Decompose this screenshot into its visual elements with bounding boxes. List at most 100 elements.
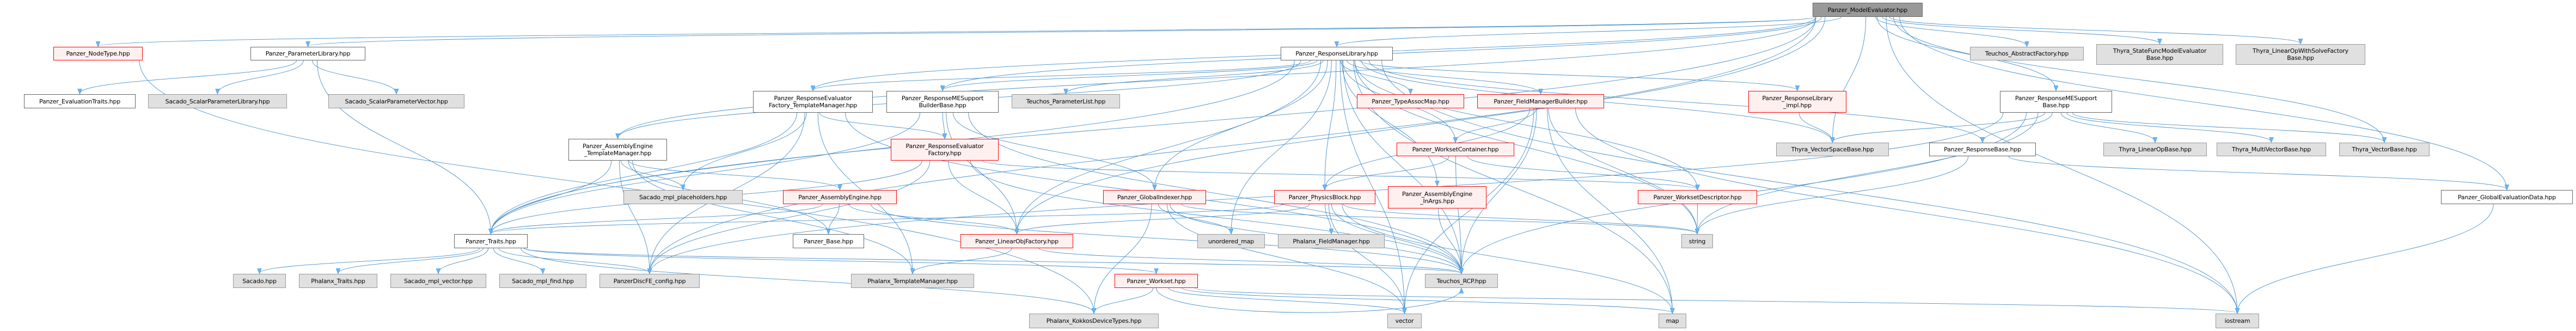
node-rmesbb[interactable]: Panzer_ResponseMESupport BuilderBase.hpp [886, 91, 999, 113]
edge-rmesb-to-vb [2072, 112, 2384, 142]
node-sacado-splib[interactable]: Sacado_ScalarParameterLibrary.hpp [148, 94, 287, 108]
edge-pb-to-lof [1017, 204, 1310, 234]
node-base[interactable]: Panzer_Base.hpp [793, 234, 864, 248]
edge-rmesb-to-respbase [1983, 112, 2053, 142]
edge-workset-to-map [1182, 287, 1673, 313]
node-mvb[interactable]: Thyra_MultiVectorBase.hpp [2217, 143, 2326, 156]
node-pb[interactable]: Panzer_PhysicsBlock.hpp [1274, 190, 1375, 204]
edge-respbase-to-string [1697, 156, 1969, 234]
edge-paramlib-to-sacado_splib [218, 60, 304, 94]
node-workset[interactable]: Panzer_Workset.hpp [1115, 274, 1198, 288]
node-rcp[interactable]: Teuchos_RCP.hpp [1425, 274, 1498, 288]
node-evaltraits[interactable]: Panzer_EvaluationTraits.hpp [24, 94, 136, 108]
edge-root-to-ged [1899, 16, 2507, 189]
node-wd[interactable]: Panzer_WorksetDescriptor.hpp [1638, 190, 1757, 204]
edge-resplib-to-respbase [1368, 60, 1983, 142]
edge-ae_tm-to-traits [491, 160, 612, 234]
edge-paramlib-to-evaltraits [80, 60, 297, 94]
node-lowsfb[interactable]: Thyra_LinearOpWithSolveFactory Base.hpp [2236, 44, 2365, 65]
edge-resplib-to-fmb [1347, 60, 1541, 94]
edge-paramlib-to-traits [316, 60, 491, 234]
edge-wc-to-rcp [1455, 156, 1461, 273]
edge-resplib-to-map [1353, 60, 1673, 313]
edge-nodetype-to-kokkos [139, 60, 1094, 313]
edge-ae-to-rcp [871, 204, 1461, 273]
node-sacado-spvec[interactable]: Sacado_ScalarParameterVector.hpp [328, 94, 464, 108]
edge-root-to-nodetype [98, 16, 1816, 46]
node-ae[interactable]: Panzer_AssemblyEngine.hpp [783, 190, 897, 204]
node-resplib[interactable]: Panzer_ResponseLibrary.hpp [1281, 47, 1393, 60]
edge-ae_tm-to-discfe [619, 160, 650, 273]
edge-ref-to-wd [982, 160, 1697, 189]
edge-pb-to-string [1343, 204, 1697, 234]
node-absfac[interactable]: Teuchos_AbstractFactory.hpp [1970, 47, 2084, 60]
edge-resplib-to-vector [1339, 60, 1404, 313]
node-vector[interactable]: vector [1387, 314, 1422, 328]
edge-fmb-to-iostream [1575, 108, 2237, 313]
node-mpl-vector[interactable]: Sacado_mpl_vector.hpp [390, 274, 486, 288]
edge-resplib_impl-to-vsb [1798, 112, 1832, 142]
edge-ae-to-lof [848, 204, 1017, 234]
node-statefunc[interactable]: Thyra_StateFuncModelEvaluator Base.hpp [2096, 44, 2223, 65]
edge-root-to-lof [1017, 16, 1826, 234]
node-tam[interactable]: Panzer_TypeAssocMap.hpp [1357, 94, 1464, 108]
node-traits[interactable]: Panzer_Traits.hpp [454, 234, 528, 248]
edge-lof-to-phx_tm [913, 248, 1012, 273]
node-lob[interactable]: Thyra_LinearOpBase.hpp [2103, 143, 2207, 156]
node-ref[interactable]: Panzer_ResponseEvaluator Factory.hpp [891, 139, 999, 161]
edge-traits-to-mpl_find [493, 248, 543, 273]
node-root[interactable]: Panzer_ModelEvaluator.hpp [1813, 3, 1923, 17]
node-ae-inargs[interactable]: Panzer_AssemblyEngine _InArgs.hpp [1388, 186, 1486, 209]
edge-root-to-statefunc [1882, 16, 2160, 44]
edge-traits-to-phx_traits [338, 248, 484, 273]
edge-retm-to-ref [819, 112, 945, 138]
node-mpl-ph[interactable]: Sacado_mpl_placeholders.hpp [623, 190, 743, 204]
node-vsb[interactable]: Thyra_VectorSpaceBase.hpp [1776, 143, 1889, 156]
node-lof[interactable]: Panzer_LinearObjFactory.hpp [960, 234, 1073, 248]
node-sacado[interactable]: Sacado.hpp [233, 274, 286, 288]
edge-ae-to-base [829, 204, 840, 234]
node-phx-tm[interactable]: Phalanx_TemplateManager.hpp [851, 274, 974, 288]
edge-respbase-to-ged [2008, 156, 2507, 189]
node-discfe[interactable]: PanzerDiscFE_config.hpp [599, 274, 700, 288]
node-rmesb[interactable]: Panzer_ResponseMESupport Base.hpp [2000, 91, 2112, 113]
edge-wc-to-pb [1325, 156, 1449, 189]
node-paramlib[interactable]: Panzer_ParameterLibrary.hpp [250, 47, 365, 60]
node-teuchos-pl[interactable]: Teuchos_ParameterList.hpp [1012, 94, 1120, 108]
node-umap[interactable]: unordered_map [1197, 234, 1265, 248]
node-vb[interactable]: Thyra_VectorBase.hpp [2339, 143, 2430, 156]
node-string[interactable]: string [1681, 234, 1713, 248]
node-phx-fm[interactable]: Phalanx_FieldManager.hpp [1278, 234, 1385, 248]
node-respbase[interactable]: Panzer_ResponseBase.hpp [1929, 143, 2036, 156]
node-kokkos[interactable]: Phalanx_KokkosDeviceTypes.hpp [1029, 314, 1159, 328]
node-iostream[interactable]: iostream [2216, 314, 2259, 328]
edge-workset-to-iostream [1194, 287, 2237, 313]
node-mpl-find[interactable]: Sacado_mpl_find.hpp [499, 274, 586, 288]
node-gi[interactable]: Panzer_GlobalIndexer.hpp [1103, 190, 1206, 204]
node-ged[interactable]: Panzer_GlobalEvaluationData.hpp [2441, 190, 2573, 204]
edge-workset-to-kokkos [1094, 287, 1154, 313]
edge-gi-to-kokkos [1094, 204, 1152, 313]
node-wc[interactable]: Panzer_WorksetContainer.hpp [1397, 143, 1514, 156]
edge-pb-to-map [1342, 204, 1673, 313]
edge-traits-to-workset [524, 248, 1157, 273]
edge-ae_tm-to-mpl_ph [621, 160, 683, 189]
edge-ref-to-lof [948, 160, 1017, 234]
edge-resplib-to-umap [1231, 60, 1332, 234]
edge-resplib-to-pb [1325, 60, 1337, 189]
node-map[interactable]: map [1659, 314, 1686, 328]
edge-rmesbb-to-gi [953, 112, 1154, 189]
node-resplib-impl[interactable]: Panzer_ResponseLibrary _impl.hpp [1748, 91, 1846, 113]
edge-fmb-to-rcp [1461, 108, 1537, 273]
node-phx-traits[interactable]: Phalanx_Traits.hpp [299, 274, 377, 288]
node-ae-tm[interactable]: Panzer_AssemblyEngine _TemplateManager.h… [568, 139, 667, 161]
edge-workset-to-rcp [1156, 288, 1462, 313]
edge-resplib-to-resplib_impl [1359, 60, 1797, 90]
edge-ref-to-discfe [650, 160, 931, 273]
node-nodetype[interactable]: Panzer_NodeType.hpp [53, 47, 143, 60]
node-retm[interactable]: Panzer_ResponseEvaluator Factory_Templat… [753, 91, 873, 113]
edge-rmesb-to-mvb [2066, 112, 2272, 142]
node-fmb[interactable]: Panzer_FieldManagerBuilder.hpp [1477, 94, 1604, 108]
